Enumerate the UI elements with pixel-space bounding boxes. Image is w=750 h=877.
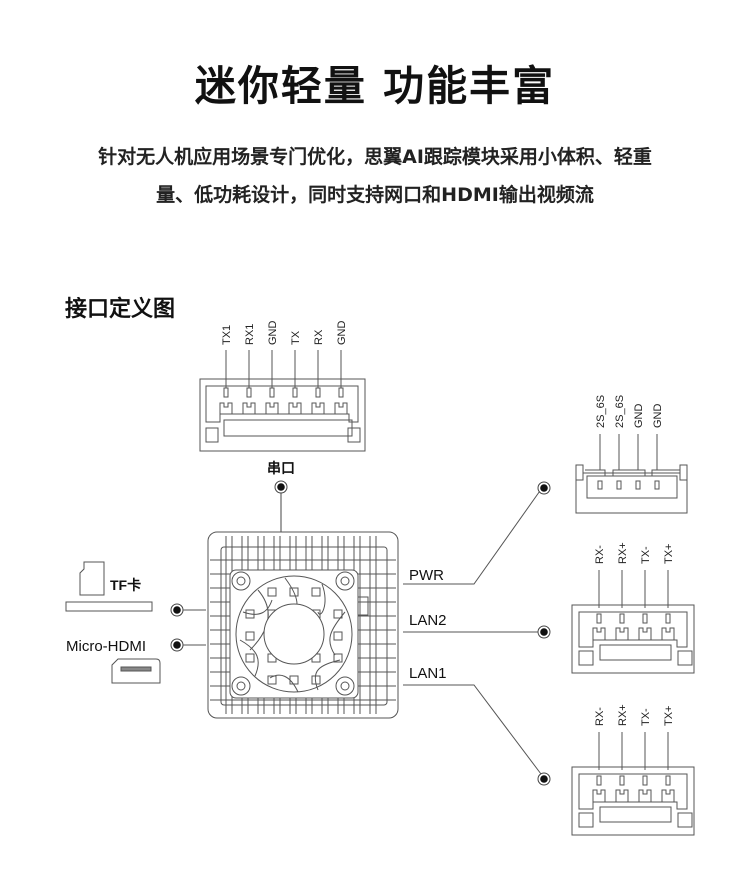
lan2-pin-contact — [619, 613, 625, 624]
serial-label: 串口 — [267, 460, 295, 476]
fan-grille-cell — [267, 675, 277, 685]
serial-pin-housing — [242, 402, 256, 414]
fan-grille-cell — [333, 653, 343, 663]
fan-icon — [231, 571, 355, 696]
lan2-pin-contact — [665, 613, 671, 624]
lan1-pin-label: TX+ — [663, 706, 675, 726]
serial-pin-contact — [292, 387, 298, 398]
lan1-pin-housing — [661, 789, 675, 802]
serial-pin-contact — [246, 387, 252, 398]
lan2-label: LAN2 — [409, 612, 447, 629]
lan2-pin-contact — [596, 613, 602, 624]
tf-card-slot — [65, 601, 153, 612]
lan2-pin-contact — [642, 613, 648, 624]
fan-grille-cell — [267, 587, 277, 597]
power-pins: 2S_6S 2S_6S GND GND — [595, 395, 664, 490]
serial-pin-contact — [269, 387, 275, 398]
lan1-pin-label: TX- — [640, 708, 652, 726]
lan2-pin-housing — [592, 627, 606, 640]
lan1-label: LAN1 — [409, 665, 447, 682]
serial-pin-contact — [338, 387, 344, 398]
serial-pin-housing — [311, 402, 325, 414]
description-line-2: 量、低功耗设计，同时支持网口和HDMI输出视频流 — [156, 184, 594, 206]
serial-pin-label: RX1 — [244, 324, 256, 345]
fan-grille-cell — [245, 631, 255, 641]
hdmi-port-icon — [111, 658, 161, 684]
serial-pin-housing — [219, 402, 233, 414]
serial-pin-label: TX1 — [221, 325, 233, 345]
serial-connector — [199, 378, 366, 452]
tf-card-port-marker[interactable] — [170, 603, 184, 617]
lan2-pin-label: RX+ — [617, 542, 629, 564]
lan2-pin-label: RX- — [594, 545, 606, 564]
serial-pins: TX1 RX1 GND TX RX GND — [219, 321, 348, 414]
serial-pin-housing — [334, 402, 348, 414]
power-pin-contact — [616, 480, 622, 490]
power-pin-contact — [597, 480, 603, 490]
fan-grille-cell — [333, 631, 343, 641]
tf-card-label: TF卡 — [110, 577, 141, 593]
lan2-pin-housing — [661, 627, 675, 640]
fan-grille-cell — [289, 587, 299, 597]
power-pin-contact — [654, 480, 660, 490]
serial-pin-housing — [265, 402, 279, 414]
serial-pin-label: GND — [267, 321, 279, 346]
serial-pin-label: TX — [290, 330, 302, 345]
fan-grille-cell — [333, 609, 343, 619]
pwr-label: PWR — [409, 567, 444, 584]
power-pin-label: 2S_6S — [595, 395, 607, 428]
power-pin-label: GND — [652, 404, 664, 429]
power-pin-label: GND — [633, 404, 645, 429]
fan-grille-cell — [245, 653, 255, 663]
serial-pin-contact — [315, 387, 321, 398]
lan1-pin-label: RX+ — [617, 704, 629, 726]
fan-grille-cell — [311, 587, 321, 597]
serial-port-marker[interactable] — [274, 480, 288, 494]
lan1-leader-line — [403, 684, 542, 775]
lan1-pin-housing — [638, 789, 652, 802]
lan2-port-marker[interactable] — [537, 625, 551, 639]
lan1-pin-housing — [615, 789, 629, 802]
lan1-pin-contact — [642, 775, 648, 786]
serial-pin-housing — [288, 402, 302, 414]
lan1-connector: RX- RX+ TX- TX+ — [571, 704, 695, 836]
pwr-port-marker[interactable] — [537, 481, 551, 495]
lan2-pin-housing — [638, 627, 652, 640]
sd-card-icon — [79, 561, 105, 596]
power-pin-contact — [635, 480, 641, 490]
micro-hdmi-label: Micro-HDMI — [66, 638, 146, 655]
lan1-port-marker[interactable] — [537, 772, 551, 786]
lan1-pin-housing — [592, 789, 606, 802]
lan2-pin-label: TX- — [640, 546, 652, 564]
power-connector — [575, 464, 688, 514]
serial-pin-label: RX — [313, 329, 325, 345]
lan1-pin-contact — [665, 775, 671, 786]
serial-pin-contact — [223, 387, 229, 398]
pwr-leader-line — [403, 487, 543, 585]
lan1-pin-contact — [619, 775, 625, 786]
page-title: 迷你轻量 功能丰富 — [194, 62, 556, 110]
lan2-connector: RX- RX+ TX- TX+ — [571, 542, 695, 674]
micro-hdmi-port-marker[interactable] — [170, 638, 184, 652]
lan1-pin-contact — [596, 775, 602, 786]
description-line-1: 针对无人机应用场景专门优化，思翼AI跟踪模块采用小体积、轻重 — [98, 146, 652, 168]
lan2-pin-housing — [615, 627, 629, 640]
lan2-pin-label: TX+ — [663, 544, 675, 564]
serial-pin-label: GND — [336, 321, 348, 346]
power-pin-label: 2S_6S — [614, 395, 626, 428]
section-title: 接口定义图 — [65, 297, 176, 322]
lan1-pin-label: RX- — [594, 707, 606, 726]
